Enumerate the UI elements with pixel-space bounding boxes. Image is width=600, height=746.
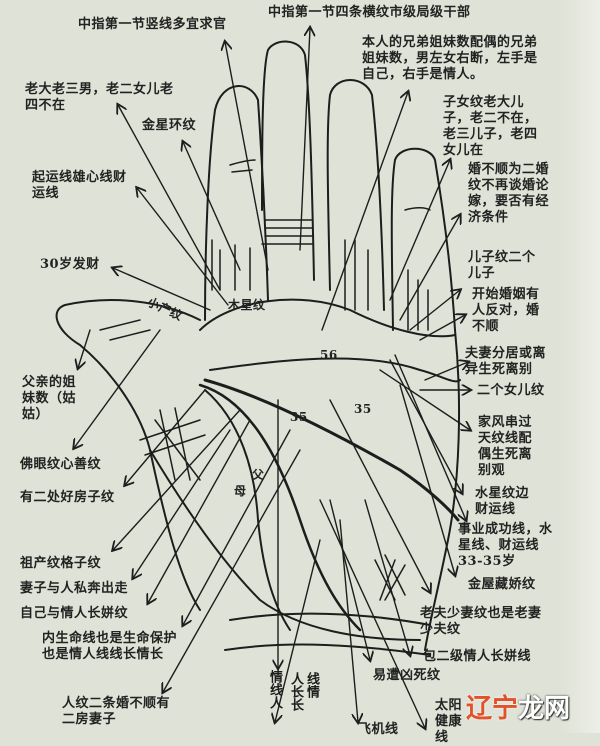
label-two-daughters: 二个女儿纹 — [477, 383, 545, 398]
label-separation: 夫妻分居或离异生死离别 — [465, 346, 547, 377]
watermark-logo: 辽宁龙网 — [466, 688, 570, 725]
label-vertical-1: 情线人 — [267, 670, 282, 709]
label-35-left: 35 — [290, 410, 308, 424]
label-elder-children: 老大老三男，老二女儿老四不在 — [25, 82, 174, 113]
label-56: 56 — [320, 348, 338, 362]
label-own-affair: 自己与情人长姘纹 — [20, 606, 129, 621]
label-middle-finger-vertical-lines: 中指第一节竖线多宜求官 — [78, 17, 227, 32]
label-jupiter: 木星纹 — [228, 298, 266, 312]
label-middle-finger-horizontal-lines: 中指第一节四条横纹市级局级干部 — [268, 5, 471, 20]
label-inheritance: 祖产纹格子纹 — [20, 556, 102, 571]
watermark-part2: 龙网 — [518, 694, 571, 724]
label-second-marriage: 婚不顺为二婚纹不再谈婚论嫁，要否有经济条件 — [468, 162, 550, 225]
label-siblings: 本人的兄弟姐妹数配偶的兄弟姐妹数，男左女右断，左手是自己，右手是情人。 — [362, 35, 538, 82]
label-vertical-3: 线情 — [304, 672, 319, 698]
label-career: 事业成功线，水星线、财运线33-35岁 — [458, 522, 553, 569]
label-age-gap: 老夫少妻纹也是老妻少夫纹 — [420, 606, 542, 637]
label-violent-death: 易遭凶死纹 — [373, 668, 441, 683]
label-inner-life-line: 内生命线也是生命保护也是情人线线长情长 — [42, 631, 178, 662]
label-father: 父 — [252, 468, 265, 482]
label-ambition: 起运线雄心线财运线 — [32, 170, 127, 201]
annotation-arrows — [74, 28, 470, 728]
label-mistress: 包二级情人长姘线 — [423, 649, 532, 664]
label-vertical-2: 人长长 — [288, 672, 303, 711]
label-marriage-opposed: 开始婚姻有人反对，婚不顺 — [472, 287, 540, 334]
label-sons: 儿子纹二个儿子 — [468, 250, 536, 281]
label-buddha-eye: 佛眼纹心善纹 — [20, 457, 102, 472]
label-family-line: 家风串过天纹线配偶生死离别观 — [478, 415, 533, 478]
label-golden-house: 金屋藏娇纹 — [468, 577, 536, 592]
label-aunts: 父亲的姐妹数（姑姑） — [22, 375, 77, 422]
label-35-right: 35 — [354, 402, 372, 416]
label-two-houses: 有二处好房子纹 — [20, 490, 115, 505]
label-children: 子女纹老大儿子，老二不在，老三儿子，老四女儿在 — [443, 95, 538, 158]
label-two-wives: 人纹二条婚不顺有二房妻子 — [62, 696, 171, 727]
page-edge — [560, 0, 600, 733]
hand-outline — [55, 40, 461, 656]
label-mother: 母 — [234, 484, 247, 498]
label-wife-elope: 妻子与人私奔出走 — [20, 581, 129, 596]
watermark-part1: 辽宁 — [466, 694, 519, 724]
label-airplane: 飞机线 — [358, 722, 399, 737]
label-wealth-30: 30岁发财 — [40, 257, 100, 272]
label-venus-ring: 金星环纹 — [142, 118, 197, 133]
label-mercury-wealth: 水星纹边财运线 — [475, 486, 530, 517]
